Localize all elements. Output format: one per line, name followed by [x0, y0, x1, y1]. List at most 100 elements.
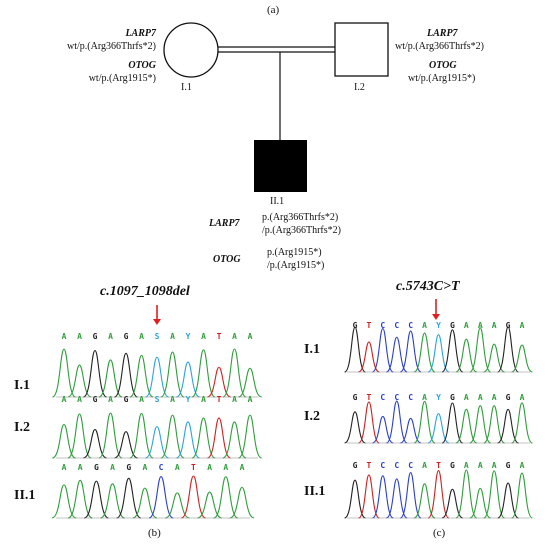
chrom-c-variant-arrow-head	[432, 314, 440, 320]
chrom-b-row-3-peak-4	[100, 483, 125, 519]
II1-otog-gene: OTOG	[213, 254, 241, 265]
chrom-c-row-3-base-9: A	[464, 461, 469, 470]
chrom-b-row-1-base-12: A	[232, 332, 237, 341]
chrom-c-row-3-peak-6	[413, 483, 436, 519]
chrom-c-row-1-base-5: C	[408, 321, 413, 330]
chrom-c-row-2-peak-13	[511, 402, 533, 444]
chrom-c-row-1-base-8: G	[450, 321, 455, 330]
panel-label-a: (a)	[267, 4, 280, 16]
individual-II1-square	[254, 140, 307, 192]
chrom-c-row-3-peak-10	[469, 487, 491, 519]
chrom-b-row-1-peak-11	[207, 366, 231, 398]
chrom-c-row-3-peak-7	[427, 470, 450, 519]
chrom-b-row-2-base-11: T	[217, 395, 222, 404]
chrom-c-row-3-peak-9	[455, 469, 478, 519]
chrom-b-row-3-peak-2	[67, 479, 93, 519]
chrom-c-row-1-peak-8	[441, 329, 464, 373]
chrom-c-row-3-peak-1	[344, 479, 366, 519]
chrom-c-row-2-base-5: C	[408, 393, 413, 402]
chrom-b-row-1-peak-7	[145, 356, 169, 398]
chrom-b-row-1-peak-3	[82, 350, 108, 398]
chrom-c-row-2-base-1: G	[353, 393, 358, 402]
chrom-b-row-1-base-2: A	[77, 332, 82, 341]
chrom-b-row-2-base-5: G	[124, 395, 129, 404]
chrom-c-row-3-base-2: T	[367, 461, 372, 470]
chrom-c-row-3-base-12: G	[506, 461, 511, 470]
chrom-b-mutation: c.1097_1098del	[100, 284, 190, 299]
individual-I2-square	[334, 22, 389, 77]
chrom-c-row-3-peak-4	[386, 478, 408, 519]
chrom-c-row-2-peak-9	[455, 408, 478, 444]
chrom-c-row-1-peak-3	[371, 327, 394, 373]
chrom-c-row-1-peak-6	[413, 332, 436, 373]
chrom-c-row-2-base-6: A	[422, 393, 427, 402]
chrom-c-row-3-peak-2	[357, 474, 380, 519]
chrom-c-row-2-peak-4	[385, 400, 408, 444]
chrom-b-row-1-peak-8	[160, 351, 185, 398]
chrom-c-row-2-base-10: A	[478, 393, 483, 402]
II1-otog-genotype-2: /p.(Arg1915*)	[267, 260, 325, 271]
chrom-b-row-3-base-7: C	[159, 463, 164, 472]
chrom-b-row-2-base-7: S	[155, 395, 160, 404]
chrom-c-row-2-peak-3	[372, 415, 394, 444]
panel-label-b: (b)	[148, 527, 161, 539]
chrom-c-row-3-peak-3	[371, 475, 394, 519]
chrom-c-row-3-base-5: C	[408, 461, 413, 470]
I2-larp7-gene: LARP7	[427, 28, 458, 39]
chrom-b-row-1-base-9: Y	[186, 332, 191, 341]
chrom-b-row-1-peak-2	[67, 364, 92, 398]
chrom-b-row-label-1: I.1	[14, 378, 30, 393]
I2-otog-gene: OTOG	[429, 60, 457, 71]
chrom-c-row-2-base-12: G	[506, 393, 511, 402]
chrom-b-row-1-peak-12	[222, 348, 247, 398]
chrom-c-row-1-peak-5	[399, 330, 422, 373]
chrom-c-row-3-peak-13	[511, 472, 533, 519]
II1-otog-genotype-1: p.(Arg1915*)	[267, 247, 322, 258]
chrom-c-row-1-peak-11	[483, 343, 505, 373]
chrom-b-row-label-2: I.2	[14, 420, 30, 435]
chrom-b-row-1-peak-9	[176, 361, 200, 398]
chrom-c-row-3-peak-5	[399, 472, 422, 519]
chrom-c-row-label-1: I.1	[304, 342, 320, 357]
individual-I1-circle	[163, 22, 219, 78]
chrom-b-row-2-base-6: A	[139, 395, 144, 404]
chrom-b-row-3-base-8: A	[175, 463, 180, 472]
chrom-c-row-2-base-9: A	[464, 393, 469, 402]
chrom-c-row-1-base-13: A	[520, 321, 525, 330]
chrom-b-row-3-peak-5	[116, 477, 142, 519]
chrom-b-row-1-peak-10	[191, 349, 216, 398]
chrom-b-row-1-peak-6	[129, 354, 154, 398]
chrom-c-row-1-peak-13	[511, 344, 533, 373]
chrom-c-row-2-peak-8	[441, 402, 464, 444]
chrom-c-row-1-peak-10	[469, 327, 492, 373]
chrom-b-row-2-base-12: A	[232, 395, 237, 404]
II1-larp7-genotype-1: p.(Arg366Thrfs*2)	[262, 212, 339, 223]
I1-id: I.1	[181, 82, 192, 93]
chrom-c-row-1-base-3: C	[380, 321, 385, 330]
chrom-b-row-3-base-1: A	[62, 463, 67, 472]
chrom-b-row-3-peak-1	[51, 484, 77, 519]
chrom-c-row-1-base-9: A	[464, 321, 469, 330]
chrom-c-row-3-peak-8	[441, 488, 464, 519]
chrom-b-row-3-peak-7	[148, 475, 174, 519]
chrom-b-row-1-base-5: G	[124, 332, 129, 341]
chrom-b-row-label-3: II.1	[14, 488, 36, 503]
chrom-b-row-3-base-12: A	[240, 463, 245, 472]
II1-id: II.1	[270, 196, 285, 207]
chrom-b-row-3-base-4: A	[110, 463, 115, 472]
chrom-b-row-3-peak-8	[164, 492, 190, 519]
chrom-b-row-3-peak-6	[132, 487, 158, 519]
chrom-b-row-2-peak-8	[160, 414, 185, 459]
chrom-b-row-1-base-3: G	[93, 332, 98, 341]
chrom-b-row-1-base-13: A	[248, 332, 253, 341]
chrom-c-row-3-base-8: G	[450, 461, 455, 470]
chrom-c-row-1-base-10: A	[478, 321, 483, 330]
chrom-c-row-2-base-2: T	[367, 393, 372, 402]
I1-larp7-gene: LARP7	[125, 28, 156, 39]
panel-label-c: (c)	[433, 527, 446, 539]
chrom-b-row-2-base-3: G	[93, 395, 98, 404]
chrom-b-row-3-base-5: G	[126, 463, 131, 472]
chrom-b-row-2-peak-5	[114, 431, 138, 459]
chrom-c-row-2-peak-6	[413, 400, 436, 444]
